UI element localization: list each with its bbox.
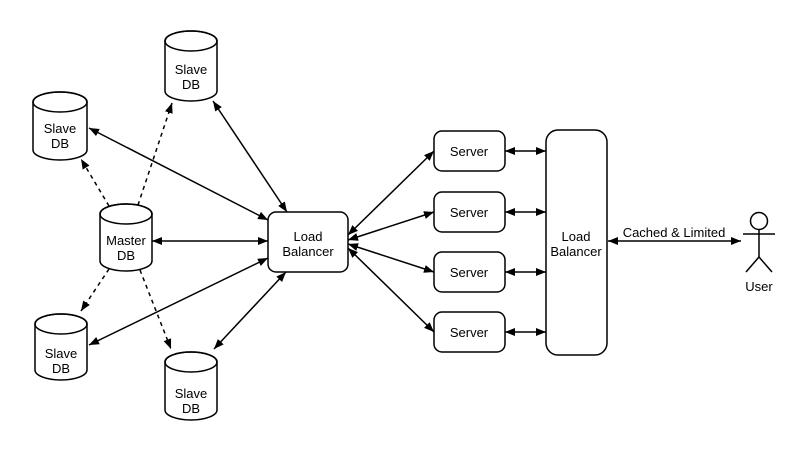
load-balancer-label: Balancer: [550, 244, 602, 259]
edges: Cached & Limited: [80, 100, 741, 350]
user-head-icon: [749, 211, 769, 231]
server-2: Server: [433, 191, 506, 233]
load-balancer-box: [267, 211, 349, 273]
slave-db-label: Slave: [175, 62, 208, 77]
server-label: Server: [450, 265, 489, 280]
edge-lower-left-slave-to-db-load-balancer: [88, 257, 269, 346]
server-box: [433, 311, 506, 353]
cached-limited-label: Cached & Limited: [623, 225, 726, 240]
server-1: Server: [433, 130, 506, 172]
server-box: [433, 130, 506, 172]
slave-db-top: Slave DB: [164, 30, 218, 102]
server-box: [433, 251, 506, 293]
user-leg-right-icon: [758, 256, 773, 273]
replication-edge-master-to-bottom-slave: [139, 269, 172, 350]
slave-db-label: Slave: [44, 121, 77, 136]
slave-db-label: Slave: [175, 386, 208, 401]
replication-edge-master-to-lower-left-slave: [80, 268, 110, 312]
server-label: Server: [450, 205, 489, 220]
load-balancer-front: Load Balancer: [545, 129, 608, 356]
slave-db-label: Slave: [45, 346, 78, 361]
edge-db-load-balancer-to-server-1: [347, 150, 435, 236]
edge-db-load-balancer-to-server-3: [347, 243, 435, 273]
slave-db-lower-left: Slave DB: [34, 313, 88, 381]
replication-edge-master-to-upper-left-slave: [80, 158, 110, 207]
replication-edge-master-to-top-slave: [137, 102, 173, 206]
server-4: Server: [433, 311, 506, 353]
master-db-label: DB: [117, 248, 135, 263]
master-db-label: Master: [106, 233, 146, 248]
server-label: Server: [450, 144, 489, 159]
user-leg-left-icon: [745, 256, 760, 273]
user-figure: User: [743, 211, 775, 294]
slave-db-label: DB: [51, 136, 69, 151]
edge-db-load-balancer-to-server-4: [347, 247, 435, 333]
cylinder-top: [99, 203, 153, 225]
load-balancer-db-tier: Load Balancer: [267, 211, 349, 273]
load-balancer-box: [545, 129, 608, 356]
cylinder-top: [32, 91, 88, 113]
edge-db-load-balancer-to-server-2: [347, 211, 435, 241]
cylinder-top: [164, 351, 218, 373]
server-3: Server: [433, 251, 506, 293]
user-label: User: [745, 279, 773, 294]
master-db: Master DB: [99, 203, 153, 272]
cylinder-top: [34, 313, 88, 335]
server-label: Server: [450, 325, 489, 340]
slave-db-upper-left: Slave DB: [32, 91, 88, 161]
slave-db-label: DB: [52, 361, 70, 376]
edge-top-slave-to-db-load-balancer: [212, 100, 288, 213]
load-balancer-label: Balancer: [282, 244, 334, 259]
slave-db-label: DB: [182, 77, 200, 92]
slave-db-label: DB: [182, 401, 200, 416]
load-balancer-label: Load: [562, 229, 591, 244]
cylinder-top: [164, 30, 218, 52]
slave-db-bottom: Slave DB: [164, 351, 218, 421]
load-balancer-label: Load: [294, 229, 323, 244]
server-box: [433, 191, 506, 233]
edge-bottom-slave-to-db-load-balancer: [213, 271, 287, 350]
